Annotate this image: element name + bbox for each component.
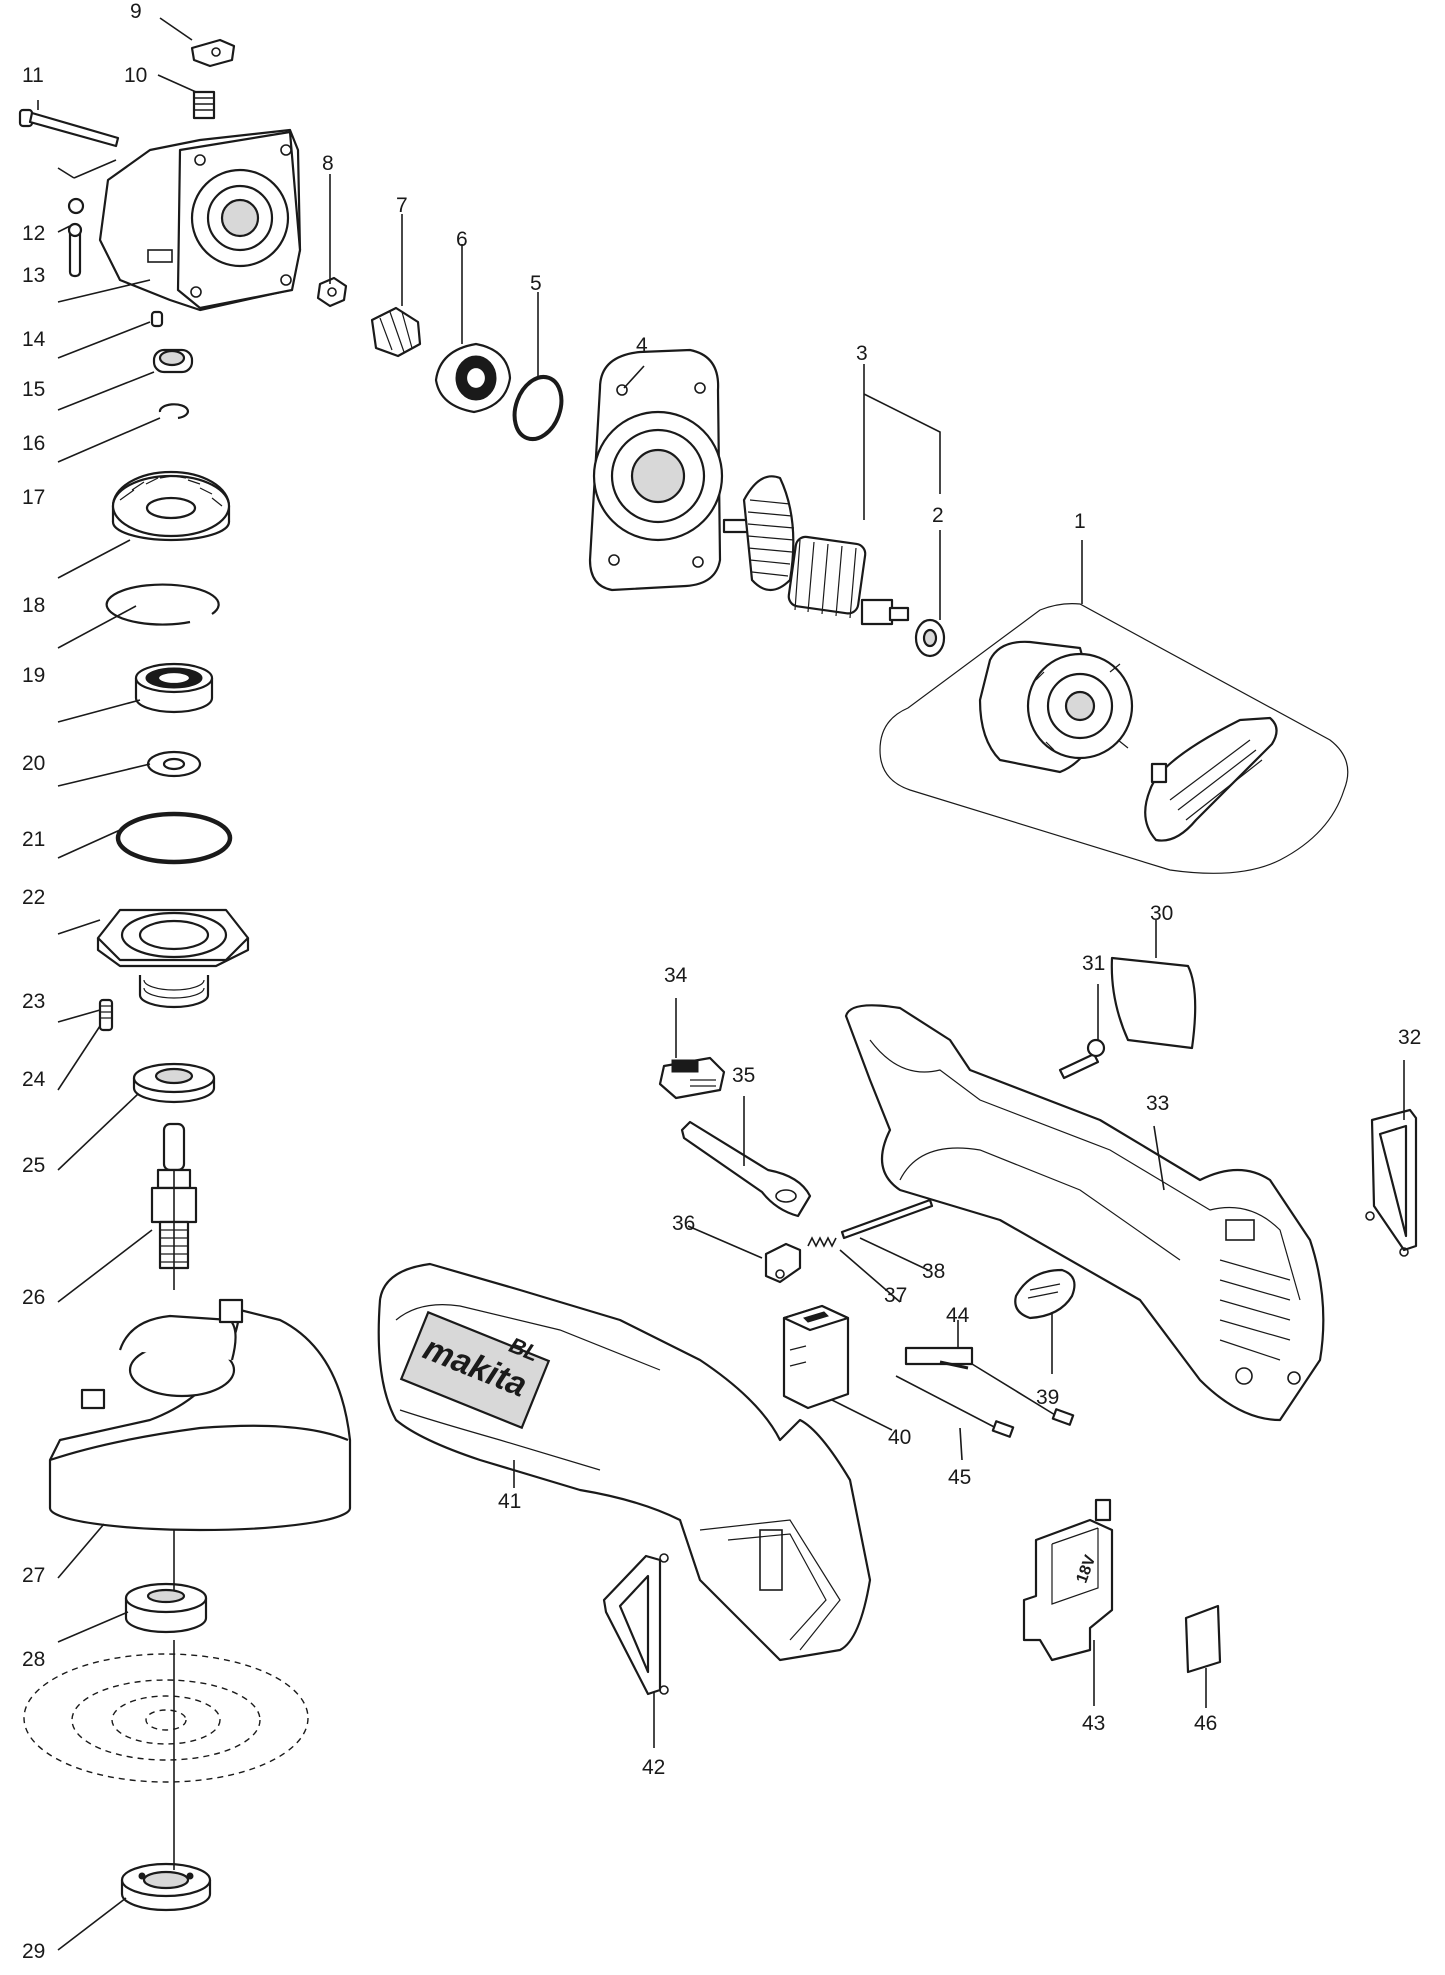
part-number: 31 <box>1082 952 1105 975</box>
part-number: 12 <box>22 222 45 245</box>
part-2-bearing <box>914 618 946 658</box>
part-number: 15 <box>22 378 45 401</box>
part-number: 35 <box>732 1064 755 1087</box>
part-21-flat-washer <box>146 750 202 778</box>
part-number: 45 <box>948 1466 971 1489</box>
part-number: 28 <box>22 1648 45 1671</box>
part-31-screw <box>1058 1038 1106 1080</box>
part-number: 1 <box>1074 510 1086 533</box>
part-number: 22 <box>22 886 45 909</box>
part-30-label <box>1110 956 1197 1050</box>
part-13-pin <box>67 222 83 278</box>
part-39-switch <box>1014 1268 1076 1320</box>
part-number: 42 <box>642 1756 665 1779</box>
part-14-gear-housing <box>98 128 302 312</box>
part-number: 18 <box>22 594 45 617</box>
part-number: 6 <box>456 228 468 251</box>
part-29-lock-nut <box>120 1862 212 1912</box>
part-number: 19 <box>22 664 45 687</box>
leader-lines <box>37 17 1405 1951</box>
part-4-housing-plate <box>588 348 724 592</box>
part-number: 46 <box>1194 1712 1217 1735</box>
housing-logo-panel <box>399 1310 551 1430</box>
part-19-retaining-ring <box>105 583 220 626</box>
part-15-pin <box>150 310 164 328</box>
part-44-connector <box>904 1346 974 1370</box>
part-10-spring <box>192 90 216 120</box>
part-16-bearing <box>152 348 194 374</box>
part-5-o-ring <box>512 375 564 441</box>
part-number: 14 <box>22 328 46 351</box>
part-32-bracket <box>1365 1108 1418 1257</box>
part-number: 44 <box>946 1304 970 1327</box>
part-3-rotor <box>722 475 910 626</box>
part-number: 20 <box>22 752 45 775</box>
part-number: 17 <box>22 486 45 509</box>
part-number: 5 <box>530 272 542 295</box>
part-number: 3 <box>856 342 868 365</box>
part-number: 13 <box>22 264 45 287</box>
part-9-cap <box>190 38 236 68</box>
part-number: 38 <box>922 1260 945 1283</box>
part-24-screw <box>98 998 114 1032</box>
part-36-switch-piece <box>764 1242 802 1284</box>
part-45-lead-wires <box>895 1363 1075 1438</box>
part-number: 27 <box>22 1564 45 1587</box>
part-17-retaining-ring <box>158 403 190 420</box>
part-33-motor-housing <box>844 1004 1325 1422</box>
part-37-spring <box>807 1236 837 1248</box>
part-number: 30 <box>1150 902 1173 925</box>
part-number: 29 <box>22 1940 45 1963</box>
part-number: 37 <box>884 1284 907 1307</box>
part-number: 39 <box>1036 1386 1059 1409</box>
part-number: 21 <box>22 828 45 851</box>
part-28-inner-flange <box>124 1582 208 1634</box>
part-number-labels: 1 2 3 4 5 6 7 8 9 10 11 12 13 14 15 16 1… <box>22 0 1421 1963</box>
part-number: 8 <box>322 152 334 175</box>
part-number: 4 <box>636 334 648 357</box>
part-number: 23 <box>22 990 45 1013</box>
part-number: 25 <box>22 1154 45 1177</box>
part-43-terminal-holder <box>1022 1498 1114 1662</box>
part-number: 32 <box>1398 1026 1421 1049</box>
part-number: 43 <box>1082 1712 1105 1735</box>
grinding-wheel-outline <box>23 1653 309 1783</box>
part-number: 26 <box>22 1286 45 1309</box>
part-8-nut <box>316 276 348 308</box>
part-25-flange <box>132 1062 216 1104</box>
part-35-lever <box>680 1120 812 1218</box>
part-6-ball-bearing <box>434 342 512 414</box>
part-40-controller <box>782 1304 850 1410</box>
part-18-bevel-gear <box>111 470 231 542</box>
part-11-screw <box>18 108 120 148</box>
part-number: 33 <box>1146 1092 1169 1115</box>
part-number: 40 <box>888 1426 911 1449</box>
part-12-o-ring <box>67 197 85 215</box>
part-38-rod <box>840 1198 934 1240</box>
part-number: 34 <box>664 964 688 987</box>
part-22-o-ring <box>115 811 233 865</box>
part-7-bevel-pinion <box>370 306 422 358</box>
part-number: 36 <box>672 1212 695 1235</box>
part-number: 9 <box>130 0 142 23</box>
part-number: 7 <box>396 194 408 217</box>
part-number: 11 <box>22 64 44 87</box>
part-46-label <box>1184 1604 1222 1674</box>
part-number: 10 <box>124 64 147 87</box>
part-27-wheel-guard <box>48 1298 352 1532</box>
part-1-stator-assembly <box>879 603 1349 874</box>
part-number: 16 <box>22 432 45 455</box>
part-23-bearing-box <box>96 908 250 1009</box>
part-number: 2 <box>932 504 944 527</box>
part-20-ball-bearing <box>134 662 214 714</box>
part-number: 41 <box>498 1490 521 1513</box>
part-number: 24 <box>22 1068 46 1091</box>
part-34-lock-button <box>658 1056 726 1100</box>
part-42-bracket <box>602 1553 669 1696</box>
